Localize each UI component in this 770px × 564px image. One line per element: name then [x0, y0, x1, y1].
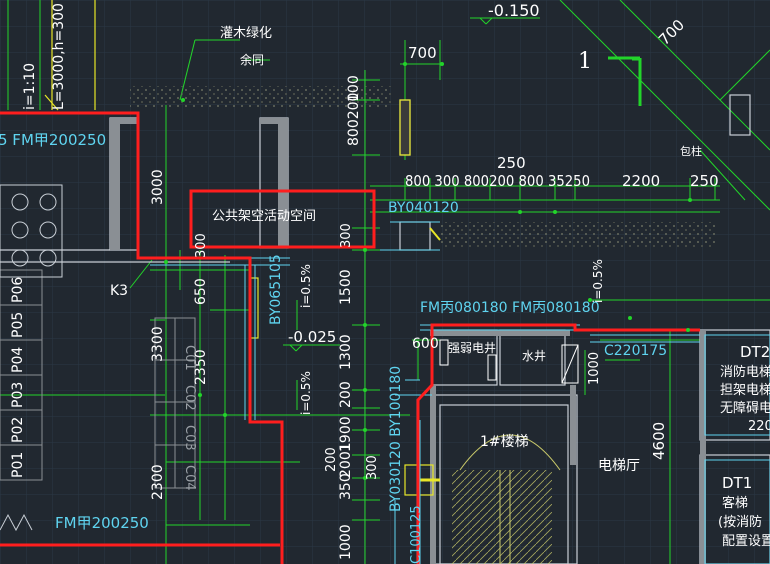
parking-equipment: [0, 184, 63, 532]
dim-1000: 1000: [587, 352, 602, 385]
elevator-dt2-line2: 担架电梯: [720, 383, 770, 398]
car-label-c01: C01: [182, 345, 197, 371]
dim-600: 600: [412, 336, 439, 352]
elevator-dt2-line3: 无障碍电梯: [720, 401, 770, 416]
dim-2350: 2350: [193, 349, 209, 385]
parking-label-p03: P03: [10, 382, 26, 408]
dim-650: 650: [193, 278, 209, 305]
planting-label: 灌木绿化: [220, 26, 272, 41]
elevator-dt2-line1: 消防电梯: [720, 364, 770, 380]
dim-200-b: 200: [324, 447, 339, 472]
parking-label-p04: P04: [10, 347, 26, 373]
dim-300-b: 300: [339, 223, 354, 248]
dim-1300: 1300: [338, 334, 354, 370]
dim-2200: 2200: [622, 172, 660, 190]
door-c-bottom: C100125: [409, 505, 424, 564]
room-public-space: 公共架空活动空间: [212, 209, 316, 224]
room-elevator-hall: 电梯厅: [598, 458, 640, 474]
door-by-vertical-1: BY065105: [268, 254, 284, 325]
dim-300-a: 300: [194, 233, 209, 258]
dim-4600: 4600: [650, 422, 668, 460]
elevator-symbols: [439, 339, 579, 384]
door-fm-shaft: FM丙080180 FM丙080180: [420, 300, 600, 316]
door-by-vertical-2: BY030120 BY100180: [388, 366, 404, 512]
dim-800200: 800200: [346, 93, 362, 146]
dim-1000-b: 1000: [338, 524, 354, 560]
elevation-top: -0.150: [488, 1, 540, 20]
slope-length-label: L=3000,h=300: [51, 3, 67, 110]
elevator-dt1-line1: 客梯: [722, 495, 748, 511]
red-boundaries: [0, 111, 700, 564]
parking-label-p01: P01: [10, 452, 26, 478]
door-by-top: BY040120: [388, 200, 459, 216]
door-fm-top-left: 5 FM甲200250: [0, 131, 106, 149]
room-water-shaft: 水井: [522, 349, 546, 363]
parking-label-p06: P06: [10, 277, 26, 303]
section-mark-label: 1: [578, 49, 592, 74]
dim-1500: 1500: [338, 269, 354, 305]
dim-250-right: 250: [690, 172, 719, 190]
dim-350: 350: [338, 473, 354, 500]
room-weak-current-shaft: 强弱电井: [448, 341, 496, 355]
point-markers: [164, 62, 692, 480]
dim-row: 800 300 800200 800 35250: [405, 172, 590, 190]
pillar-label: 包柱: [680, 144, 702, 158]
yellow-lines: [44, 0, 441, 496]
stair-treads: [452, 434, 561, 564]
parking-slots: [0, 269, 196, 489]
car-label-c04: C04: [182, 465, 197, 491]
dim-700-top: 700: [408, 44, 437, 62]
elevator-dt1-line3: 配置设置: [722, 534, 770, 549]
dim-200: 200: [338, 381, 354, 408]
car-label-c02: C02: [182, 385, 197, 411]
dim-2001: 2001: [338, 442, 354, 478]
slope-label-2: i=0.5%: [299, 264, 313, 308]
k3-label: K3: [110, 283, 128, 299]
slope-label-1: i=1:10: [22, 63, 38, 110]
planting-band-top: [130, 86, 392, 108]
dim-2300: 2300: [150, 464, 166, 500]
parking-label-p05: P05: [10, 312, 26, 338]
car-label-c03: C03: [182, 425, 197, 451]
door-fm-bottom-left: FM甲200250: [55, 514, 149, 532]
elevator-dt2: DT2: [740, 343, 770, 361]
dim-3000: 3000: [150, 169, 166, 205]
parking-label-p02: P02: [10, 417, 26, 443]
elevator-dt1-line2: (按消防: [718, 514, 762, 530]
dim-250-top: 250: [497, 154, 526, 172]
dim-1900: 1900: [338, 416, 354, 452]
room-stair: 1#楼梯: [480, 434, 529, 450]
dim-300-c: 300: [365, 455, 380, 480]
dim-3300: 3300: [150, 326, 166, 362]
planting-band-right: [440, 222, 715, 248]
elevator-dt1: DT1: [722, 474, 752, 492]
planting-label-2: 余同: [240, 52, 264, 67]
elevation-mid: -0.025: [288, 328, 336, 346]
slope-label-3: i=0.5%: [299, 371, 313, 415]
door-c-window: C220175: [604, 343, 667, 359]
elevator-dt2-value: 220: [748, 419, 770, 434]
dim-100: 100: [346, 75, 362, 102]
slope-label-4: i=0.5%: [591, 259, 605, 303]
